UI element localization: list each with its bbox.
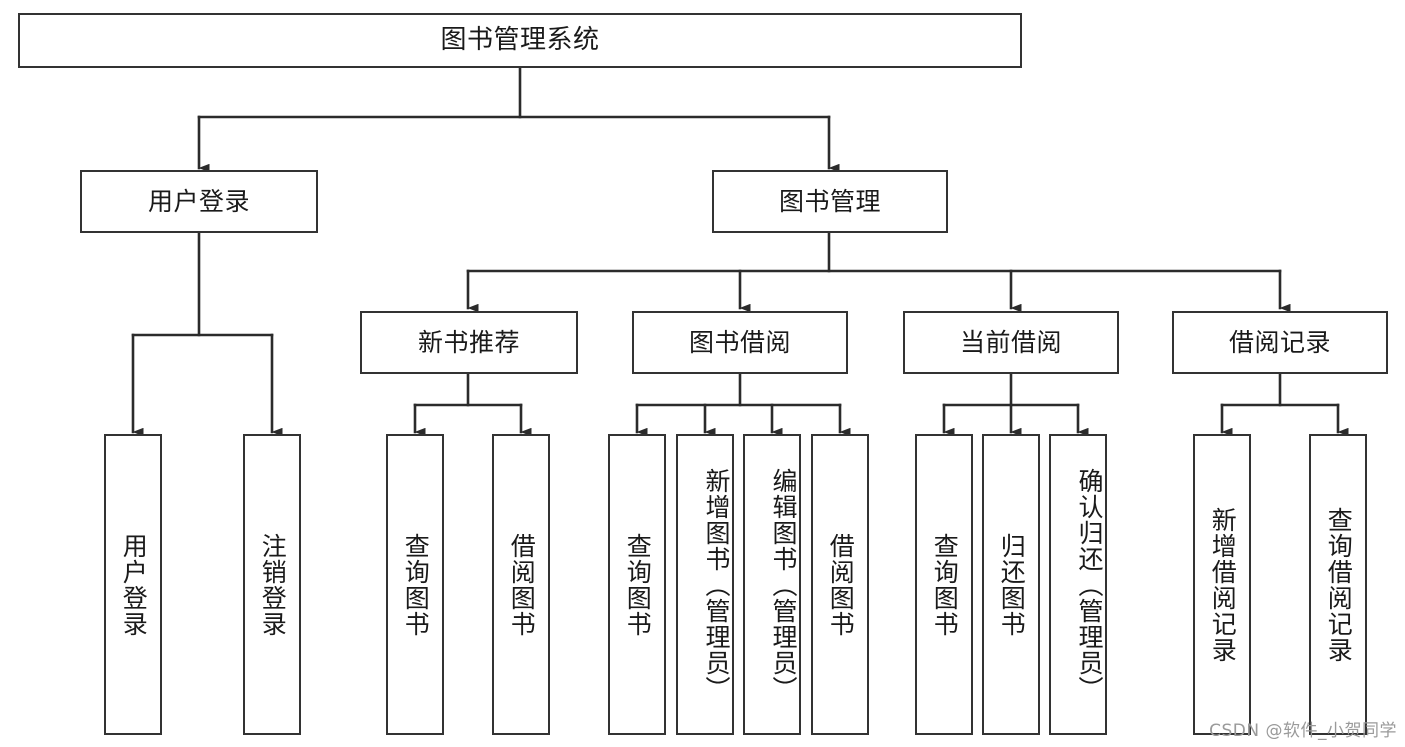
leaf-query-book-current[interactable]: 查询图书 bbox=[915, 434, 973, 735]
node-label: 用户登录 bbox=[147, 186, 250, 216]
node-label: 图书管理 bbox=[778, 186, 881, 216]
leaf-borrow-book[interactable]: 借阅图书 bbox=[811, 434, 869, 735]
node-label: 归还图书 bbox=[997, 532, 1027, 637]
leaf-borrow-book-recommend[interactable]: 借阅图书 bbox=[492, 434, 550, 735]
leaf-query-book-borrow[interactable]: 查询图书 bbox=[608, 434, 666, 735]
node-label: 新书推荐 bbox=[417, 327, 520, 357]
node-label: 图书借阅 bbox=[688, 327, 791, 357]
leaf-add-borrow-record[interactable]: 新增借阅记录 bbox=[1193, 434, 1251, 735]
node-label: 查询借阅记录 bbox=[1324, 506, 1354, 663]
leaf-query-book-recommend[interactable]: 查询图书 bbox=[386, 434, 444, 735]
node-current-borrow[interactable]: 当前借阅 bbox=[903, 311, 1119, 374]
node-label: 借阅记录 bbox=[1228, 327, 1331, 357]
node-user-login[interactable]: 用户登录 bbox=[80, 170, 318, 233]
node-label: 当前借阅 bbox=[959, 327, 1062, 357]
leaf-confirm-return-admin[interactable]: 确认归还（管理员） bbox=[1049, 434, 1107, 735]
node-label: 查询图书 bbox=[623, 532, 653, 637]
node-label: 借阅图书 bbox=[826, 532, 856, 637]
leaf-logout[interactable]: 注销登录 bbox=[243, 434, 301, 735]
node-root-book-management-system[interactable]: 图书管理系统 bbox=[18, 13, 1022, 68]
node-label: 查询图书 bbox=[930, 532, 960, 637]
leaf-return-book[interactable]: 归还图书 bbox=[982, 434, 1040, 735]
leaf-query-borrow-record[interactable]: 查询借阅记录 bbox=[1309, 434, 1367, 735]
leaf-user-login[interactable]: 用户登录 bbox=[104, 434, 162, 735]
node-borrow-record[interactable]: 借阅记录 bbox=[1172, 311, 1388, 374]
leaf-add-book-admin[interactable]: 新增图书（管理员） bbox=[676, 434, 734, 735]
node-label: 注销登录 bbox=[258, 532, 288, 637]
node-label: 图书管理系统 bbox=[440, 25, 600, 56]
node-label: 用户登录 bbox=[119, 532, 149, 637]
node-new-book-recommend[interactable]: 新书推荐 bbox=[360, 311, 578, 374]
node-label: 编辑图书（管理员） bbox=[769, 467, 798, 702]
node-label: 查询图书 bbox=[401, 532, 431, 637]
leaf-edit-book-admin[interactable]: 编辑图书（管理员） bbox=[743, 434, 801, 735]
node-label: 确认归还（管理员） bbox=[1075, 467, 1104, 702]
node-book-borrow[interactable]: 图书借阅 bbox=[632, 311, 848, 374]
node-label: 新增图书（管理员） bbox=[702, 467, 731, 702]
node-book-management[interactable]: 图书管理 bbox=[712, 170, 948, 233]
node-label: 新增借阅记录 bbox=[1208, 506, 1238, 663]
node-label: 借阅图书 bbox=[507, 532, 537, 637]
watermark-csdn: CSDN @软件_小贺同学 bbox=[1209, 721, 1397, 741]
